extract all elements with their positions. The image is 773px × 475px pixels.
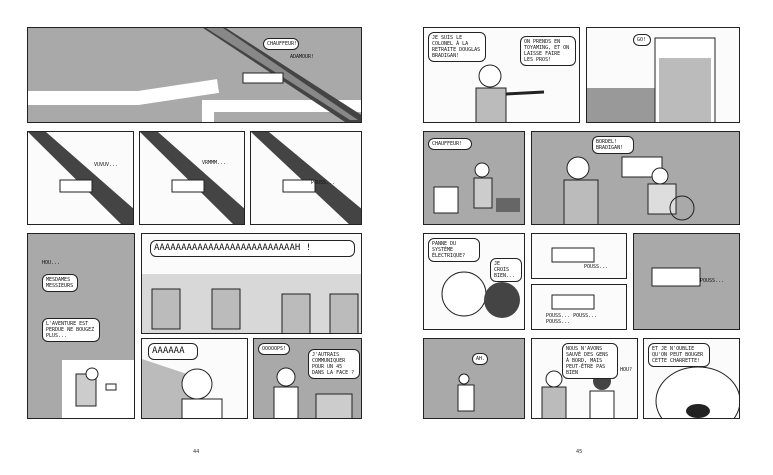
panel-passengers-floor: CHAUFFEUR! xyxy=(423,131,525,225)
bus-drawing xyxy=(551,294,595,310)
bus-drawing xyxy=(651,267,701,287)
sound-text: ADAMOUR! xyxy=(290,54,315,60)
passengers-drawing xyxy=(142,274,361,333)
railway-drawing xyxy=(28,28,361,122)
panel-bus-small-2: POUSS... POUSS... POUSS... xyxy=(531,284,627,330)
panel-driver: HOU... MESDAMES MESSIEURS L'AVENTURE EST… xyxy=(27,233,135,419)
sound-effect: POUSS... xyxy=(584,264,609,270)
panel-driver-turning: GO! xyxy=(586,27,740,123)
faces-drawing xyxy=(441,271,520,318)
panel-railway-overview: CHAUFFEUR! ADAMOUR! xyxy=(27,27,362,123)
sound-effect: POUSS... xyxy=(700,278,725,284)
speech-bubble: GO! xyxy=(633,34,651,46)
screaming-man-drawing xyxy=(142,359,223,418)
panel-colonel: JE SUIS LE COLONEL À LA RETRAITE DOUGLAS… xyxy=(423,27,580,123)
bus-on-track-drawing xyxy=(28,132,133,224)
panel-ah: AH. xyxy=(423,338,525,419)
speech-bubble-chauffeur: CHAUFFEUR! xyxy=(263,38,299,50)
panel-scream-close: AAAAAA xyxy=(141,338,248,419)
speech-bubble: J'AUTRAIS COMMUNIQUER POUR UN 45 DANS LA… xyxy=(308,349,360,379)
panel-driver-fight: BORDEL! BRADIGAN! xyxy=(531,131,740,225)
page-number: 44 xyxy=(193,449,200,455)
panel-bus-3: POUSS... xyxy=(250,131,362,225)
speech-bubble: JE SUIS LE COLONEL À LA RETRAITE DOUGLAS… xyxy=(428,32,486,62)
left-page: CHAUFFEUR! ADAMOUR! VUVUV... VRMMM... PO… xyxy=(10,0,382,475)
caption-text: HOU... xyxy=(42,260,61,266)
driver-drawing xyxy=(62,360,134,418)
panel-colonel-tie: NOUS N'AVONS SAUVÉ DES GENS À BORD, MAIS… xyxy=(531,338,638,419)
speech-bubble: AH. xyxy=(472,353,488,365)
panel-angry-face: ET JE N'OUBLIE QU'ON PEUT BOUGER CETTE C… xyxy=(643,338,740,419)
speech-bubble: ON PRENDS EN TOYAMING, ET ON LAISSE FAIR… xyxy=(520,36,576,66)
right-page: JE SUIS LE COLONEL À LA RETRAITE DOUGLAS… xyxy=(392,0,773,475)
bus-interior-drawing xyxy=(587,37,716,122)
panel-bus-pushing: POUSS... xyxy=(633,233,740,330)
bus-drawing xyxy=(551,247,595,263)
speech-text: HOU? xyxy=(620,367,633,373)
sound-effect: VRMMM... xyxy=(202,160,227,166)
passengers-floor-drawing xyxy=(433,162,520,214)
speech-bubble: L'AVENTURE EST PERDUE NE BOUGEZ PLUS... xyxy=(42,318,100,342)
page-number: 45 xyxy=(576,449,583,455)
panel-bus-interior: AAAAAAAAAAAAAAAAAAAAAAAAAAH ! xyxy=(141,233,362,334)
sound-effect: VUVUV... xyxy=(94,162,119,168)
man-standing-drawing xyxy=(273,367,353,418)
angry-face-drawing xyxy=(655,366,739,418)
speech-bubble: NOUS N'AVONS SAUVÉ DES GENS À BORD, MAIS… xyxy=(562,343,618,379)
speech-bubble: BORDEL! BRADIGAN! xyxy=(592,136,634,154)
speech-bubble: PANNE DU SYSTÈME ÉLECTRIQUE? xyxy=(428,238,480,262)
sound-effect: POUSS... POUSS... POUSS... xyxy=(546,313,598,325)
speech-bubble: CHAUFFEUR! xyxy=(428,138,472,150)
scream-bubble: AAAAAAAAAAAAAAAAAAAAAAAAAAH ! xyxy=(150,240,355,257)
sound-effect: POUSS... xyxy=(311,180,336,186)
panel-bus-small-1: POUSS... xyxy=(531,233,627,279)
colonel-drawing xyxy=(475,64,545,122)
speech-bubble: JE CROIS BIEN... xyxy=(490,258,522,282)
speech-bubble: ET JE N'OUBLIE QU'ON PEUT BOUGER CETTE C… xyxy=(648,343,710,367)
driver-fight-drawing xyxy=(563,156,695,224)
panel-bus-2: VRMMM... xyxy=(139,131,245,225)
panel-man-standing: OOOOOPS! J'AUTRAIS COMMUNIQUER POUR UN 4… xyxy=(253,338,362,419)
speech-bubble: OOOOOPS! xyxy=(258,343,290,355)
panel-bus-1: VUVUV... xyxy=(27,131,134,225)
passengers-drawing xyxy=(457,373,475,412)
bus-on-track-drawing xyxy=(251,132,361,224)
scream-bubble: AAAAAA xyxy=(148,343,198,360)
panel-close-faces: PANNE DU SYSTÈME ÉLECTRIQUE? JE CROIS BI… xyxy=(423,233,525,330)
speech-bubble: MESDAMES MESSIEURS xyxy=(42,274,78,292)
bus-on-track-drawing xyxy=(140,132,244,224)
